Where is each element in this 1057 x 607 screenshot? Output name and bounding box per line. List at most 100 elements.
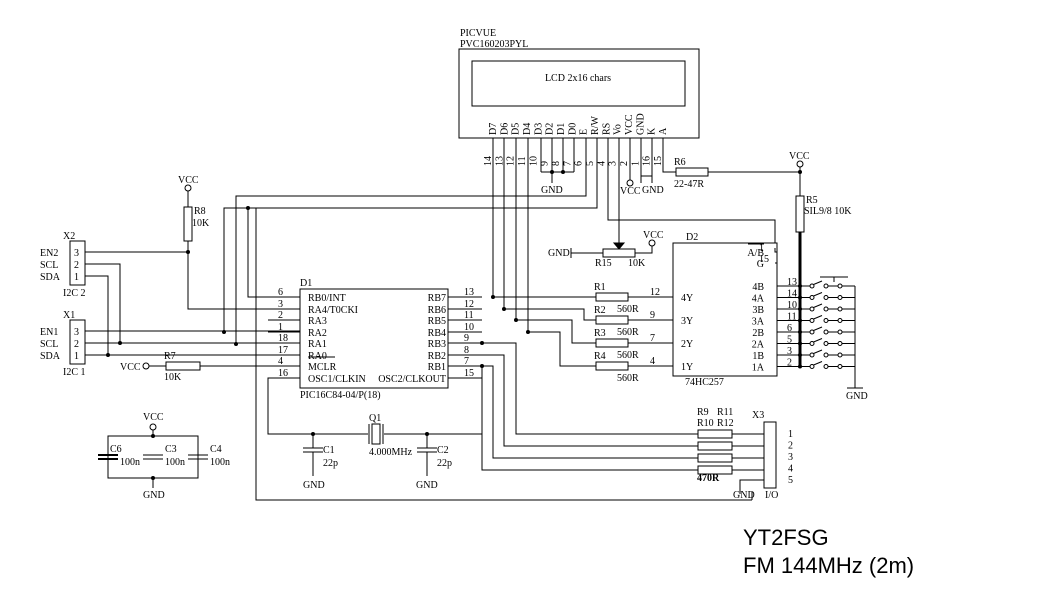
- c4-value: 100n: [210, 457, 230, 468]
- x1-ref: X1: [63, 310, 75, 321]
- mux-part: 74HC257: [685, 377, 724, 388]
- lcd-pin-name: D1: [556, 123, 567, 135]
- mcu-part: PIC16C84-04/P(18): [300, 390, 381, 401]
- lcd-pins: D714D613D512D411D310D29D18D07E6R/W5RS4Vo…: [483, 113, 669, 166]
- x1-signal-name: SCL: [40, 339, 58, 350]
- bottom-wiring: [255, 207, 753, 501]
- c1-ref: C1: [323, 445, 335, 456]
- switch-contact: [837, 329, 843, 335]
- switch-contact: [823, 318, 829, 323]
- mux-input-number: 14: [787, 289, 797, 300]
- mux-output-number: 9: [650, 310, 655, 321]
- mcu-pin-name: RA4/T0CKI: [308, 305, 358, 316]
- mux-pin-number: 1: [759, 243, 764, 254]
- x3-pin-number: 2: [788, 441, 793, 452]
- mux-output-name: 2Y: [681, 339, 693, 350]
- lcd-pin-number: 12: [506, 156, 517, 166]
- lcd-pin-name: D7: [488, 123, 499, 135]
- c4-ref: C4: [210, 444, 222, 455]
- crystal-value: 4.000MHz: [369, 447, 413, 458]
- mcu-pin-number: 18: [278, 333, 288, 344]
- lcd-pin-name: D3: [533, 123, 544, 135]
- lcd-pin-name: GND: [635, 113, 646, 135]
- lcd-pin-name: D6: [499, 123, 510, 135]
- resistor-r5: VCC R5 SIL9/8 10K: [789, 151, 852, 368]
- mux-input-name: 2A: [752, 340, 765, 351]
- x3-name: I/O: [765, 490, 778, 501]
- mux-input-name: 4A: [752, 294, 765, 305]
- r15-value: 10K: [628, 258, 646, 269]
- switch-contact: [823, 329, 829, 335]
- lcd-pin-name: D5: [511, 123, 522, 135]
- mcu-pin-number: 6: [278, 287, 283, 298]
- lcd-pin-number: 6: [574, 161, 585, 166]
- mcu-pin-name: RB1: [428, 362, 446, 373]
- switch-contact: [809, 329, 815, 335]
- mcu-pin-number: 2: [278, 310, 283, 321]
- mcu-pin-name: RB2: [428, 351, 446, 362]
- x3-pin-number: 4: [788, 464, 793, 475]
- r4-value: 560R: [617, 373, 639, 384]
- r5-value: SIL9/8 10K: [804, 206, 852, 217]
- mux-input-name: 3A: [752, 317, 765, 328]
- switch-contact: [809, 352, 815, 358]
- decoupling-capacitors: VCC GND C6 100n C3 100n C4 100n: [98, 412, 230, 501]
- x3-ref: X3: [752, 410, 764, 421]
- mcu-pin-number: 4: [278, 356, 283, 367]
- potentiometer-r15: GND VCC R15 10K: [548, 230, 664, 269]
- mcu-pin-number: 3: [278, 299, 283, 310]
- mux-input-name: 2B: [752, 328, 764, 339]
- x2-signal-name: SDA: [40, 272, 61, 283]
- vcc-label: VCC: [143, 412, 164, 423]
- r9-ref: R9: [697, 407, 709, 418]
- switch-contact: [809, 341, 815, 346]
- gnd-label: GND: [303, 480, 325, 491]
- mux-output-number: 12: [650, 287, 660, 298]
- i2c-wiring: [85, 206, 300, 357]
- x2-signal-name: EN2: [40, 248, 58, 259]
- mux-ref: D2: [686, 232, 698, 243]
- switch-contact: [809, 283, 815, 289]
- r7-ref: R7: [164, 351, 176, 362]
- mcu-pin-name: RB5: [428, 316, 446, 327]
- lcd-screen: [471, 60, 686, 107]
- switch-contact: [823, 283, 829, 289]
- mux-input-number: 10: [787, 300, 797, 311]
- r4-ref: R4: [594, 351, 606, 362]
- lcd-screen-label: LCD 2x16 chars: [545, 73, 611, 84]
- mux-input-name: 3B: [752, 305, 764, 316]
- r6-ref: R6: [674, 157, 686, 168]
- switch-contact: [823, 306, 829, 312]
- resistor-r8: VCC R8 10K: [178, 175, 210, 252]
- c6-value: 100n: [120, 457, 140, 468]
- mux-output-number: 7: [650, 333, 655, 344]
- r10-ref: R10: [697, 418, 714, 429]
- switch-contact: [837, 318, 843, 323]
- mcu-pin-number: 1: [278, 322, 283, 333]
- mcu-pin-number: 16: [278, 368, 288, 379]
- mux-input-number: 3: [787, 346, 792, 357]
- lcd-pin-number: 5: [585, 161, 596, 166]
- gnd-label: GND: [541, 185, 563, 196]
- x1-signal-name: EN1: [40, 327, 58, 338]
- mcu-pin-name: MCLR: [308, 362, 337, 373]
- mcu-pin-number: 12: [464, 299, 474, 310]
- c3-ref: C3: [165, 444, 177, 455]
- r3-value: 560R: [617, 350, 639, 361]
- r15-ref: R15: [595, 258, 612, 269]
- lcd-pin-name: D0: [567, 123, 578, 135]
- mux-input-name: 1B: [752, 351, 764, 362]
- lcd-pin-number: 8: [551, 161, 562, 166]
- r1-value: 560R: [617, 304, 639, 315]
- lcd-pin-number: 2: [619, 161, 630, 166]
- r1-ref: R1: [594, 282, 606, 293]
- r4-body: [595, 361, 629, 371]
- lcd-pin-number: 15: [653, 156, 664, 166]
- x1-name: I2C 1: [63, 367, 86, 378]
- lcd-pin-number: 13: [494, 156, 505, 166]
- mcu-pin-name: RA3: [308, 316, 327, 327]
- mcu-pin-name: RB3: [428, 339, 446, 350]
- mcu-pin-number: 13: [464, 287, 474, 298]
